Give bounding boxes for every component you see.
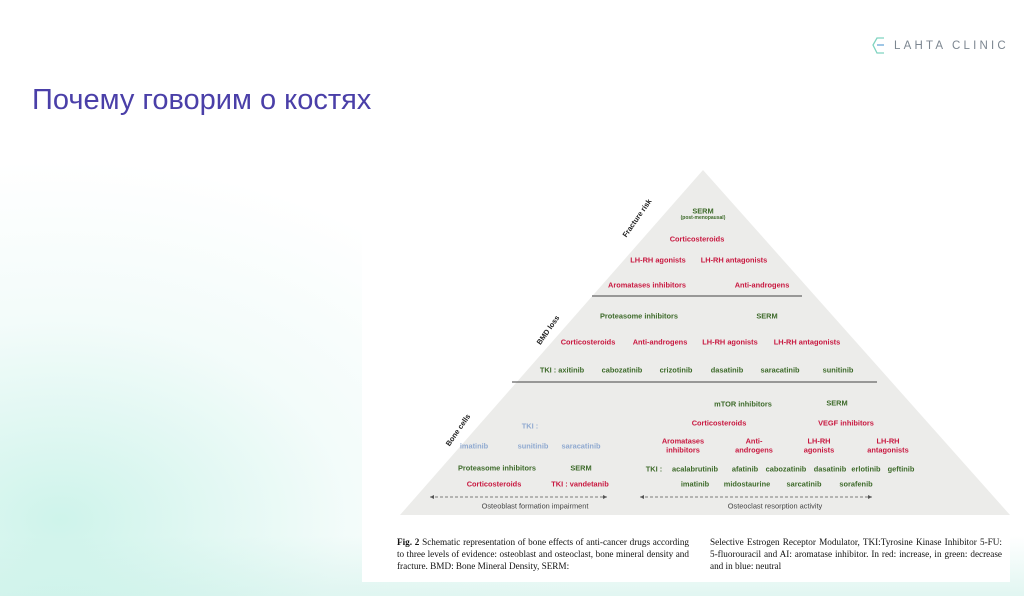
drug-label: imatinib xyxy=(459,441,489,451)
drug-label: androgens xyxy=(735,445,773,455)
drug-label: sunitinib xyxy=(822,365,854,375)
drug-label: dasatinib xyxy=(813,464,847,474)
drug-label: mTOR inhibitors xyxy=(714,399,772,409)
drug-label: Corticosteroids xyxy=(669,234,725,244)
caption-right: Selective Estrogen Receptor Modulator, T… xyxy=(710,537,1002,571)
drug-label: LH-RH agonists xyxy=(630,255,686,265)
drug-label: afatinib xyxy=(731,464,759,474)
drug-label: Osteoblast formation impairment xyxy=(481,501,589,511)
caption-left: Fig. 2 Schematic representation of bone … xyxy=(397,537,690,571)
drug-label: LH-RH xyxy=(876,436,900,446)
drug-label: Aromatases xyxy=(661,436,705,446)
drug-label: Corticosteroids xyxy=(691,418,747,428)
drug-label: Proteasome inhibitors xyxy=(599,311,679,321)
drug-label: SERM xyxy=(692,206,714,216)
drug-label: Corticosteroids xyxy=(466,479,522,489)
drug-label: LH-RH xyxy=(807,436,831,446)
drug-label: agonists xyxy=(803,445,835,455)
drug-label: Aromatases inhibitors xyxy=(607,280,687,290)
slide-title: Почему говорим о костях xyxy=(32,84,372,116)
drug-label: sunitinib xyxy=(517,441,549,451)
drug-label: imatinib xyxy=(680,479,710,489)
drug-label: sarcatinib xyxy=(786,479,822,489)
drug-label: TKI : xyxy=(645,464,663,474)
drug-label: cabozatinib xyxy=(601,365,643,375)
drug-label: TKI : xyxy=(521,421,539,431)
drug-label: saracatinib xyxy=(561,441,601,451)
drug-label: LH-RH antagonists xyxy=(773,337,841,347)
drug-label: SERM xyxy=(756,311,778,321)
drug-label: (post-menopausal) xyxy=(680,215,726,221)
drug-label: Osteoclast resorption activity xyxy=(727,501,823,511)
drug-label: SERM xyxy=(570,463,592,473)
drug-label: midostaurine xyxy=(723,479,771,489)
drug-label: crizotinib xyxy=(659,365,693,375)
drug-label: TKI : axitinib xyxy=(539,365,585,375)
drug-label: dasatinib xyxy=(710,365,744,375)
drug-label: saracatinib xyxy=(760,365,800,375)
logo-icon xyxy=(872,37,884,54)
drug-label: Anti-androgens xyxy=(632,337,688,347)
drug-label: geftinib xyxy=(887,464,915,474)
drug-label: Anti-androgens xyxy=(734,280,790,290)
drug-label: LH-RH antagonists xyxy=(700,255,768,265)
drug-label: TKI : vandetanib xyxy=(551,479,609,489)
drug-label: SERM xyxy=(826,398,848,408)
logo-text: LAHTA CLINIC xyxy=(894,40,1009,52)
drug-label: antagonists xyxy=(867,445,909,455)
drug-label: sorafenib xyxy=(839,479,873,489)
drug-label: LH-RH agonists xyxy=(702,337,758,347)
drug-label: acalabrutinib xyxy=(672,464,718,474)
drug-label: Corticosteroids xyxy=(560,337,616,347)
drug-label: inhibitors xyxy=(666,445,700,455)
drug-label: VEGF inhibitors xyxy=(818,418,874,428)
lahta-clinic-logo: LAHTA CLINIC xyxy=(872,36,1009,56)
pyramid xyxy=(400,170,1010,515)
drug-label: erlotinib xyxy=(851,464,881,474)
drug-label: cabozatinib xyxy=(765,464,807,474)
drug-label: Anti- xyxy=(745,436,763,446)
drug-label: Proteasome inhibitors xyxy=(457,463,537,473)
